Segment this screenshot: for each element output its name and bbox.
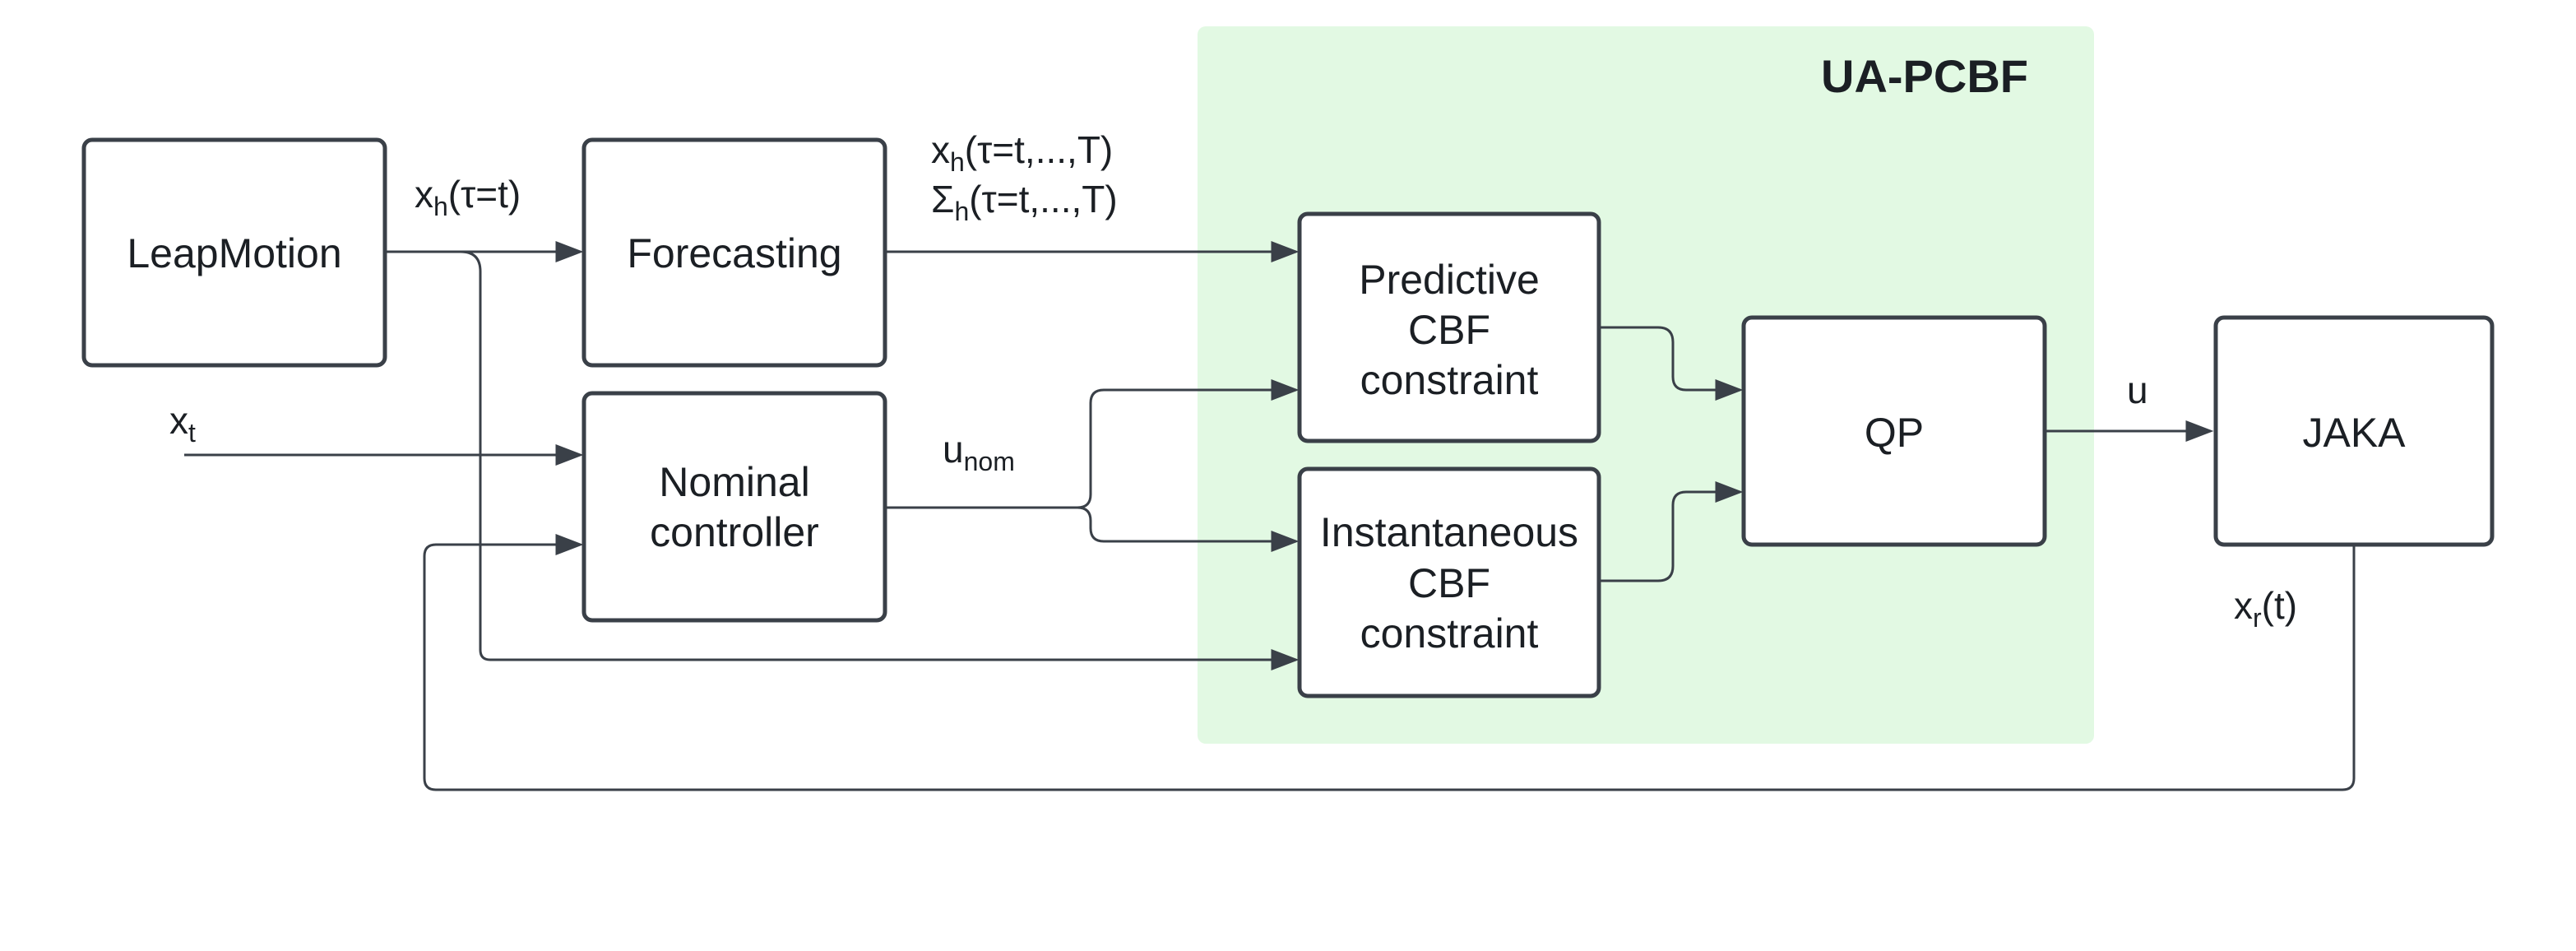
signal-xt: xt: [169, 399, 196, 448]
leapmotion-label: LeapMotion: [127, 230, 341, 276]
block-nominal-controller: Nominal controller: [581, 391, 887, 623]
wire-nominal-to-predictive: [887, 379, 1300, 509]
instantaneous-label-line1: Instantaneous: [1320, 509, 1578, 555]
qp-label: QP: [1865, 410, 1924, 456]
signal-sigma-horizon: Σh(τ=t,...,T): [931, 178, 1118, 226]
signal-xr: xr(t): [2234, 584, 2297, 633]
signal-xh-now: xh(τ=t): [415, 173, 521, 221]
forecasting-label: Forecasting: [627, 230, 841, 276]
instantaneous-label-line3: constraint: [1360, 610, 1539, 656]
block-jaka: JAKA: [2213, 315, 2495, 547]
wire-leap-to-instantaneous: [460, 250, 1300, 670]
block-leapmotion: LeapMotion: [81, 137, 387, 368]
wire-feedback-jaka-to-nominal: [423, 534, 2356, 791]
nominal-label-line1: Nominal: [659, 459, 809, 505]
wires: [184, 241, 2356, 791]
wire-instantaneous-to-qp: [1601, 481, 1744, 582]
block-instantaneous-cbf: Instantaneous CBF constraint: [1297, 466, 1601, 698]
wire-predictive-to-qp: [1601, 326, 1744, 401]
signal-xh-horizon: xh(τ=t,...,T): [931, 128, 1113, 177]
signal-unom: unom: [943, 428, 1015, 476]
predictive-label-line2: CBF: [1408, 307, 1490, 353]
nominal-label-line2: controller: [650, 509, 819, 555]
predictive-label-line3: constraint: [1360, 357, 1539, 403]
block-predictive-cbf: Predictive CBF constraint: [1297, 211, 1601, 443]
wire-nominal-to-instantaneous: [1077, 506, 1300, 552]
block-forecasting: Forecasting: [581, 137, 887, 368]
instantaneous-label-line2: CBF: [1408, 560, 1490, 606]
block-qp: QP: [1741, 315, 2047, 547]
predictive-label-line1: Predictive: [1359, 257, 1540, 303]
signal-u: u: [2127, 369, 2148, 411]
jaka-label: JAKA: [2302, 410, 2406, 456]
ua-pcbf-title: UA-PCBF: [1821, 50, 2028, 102]
